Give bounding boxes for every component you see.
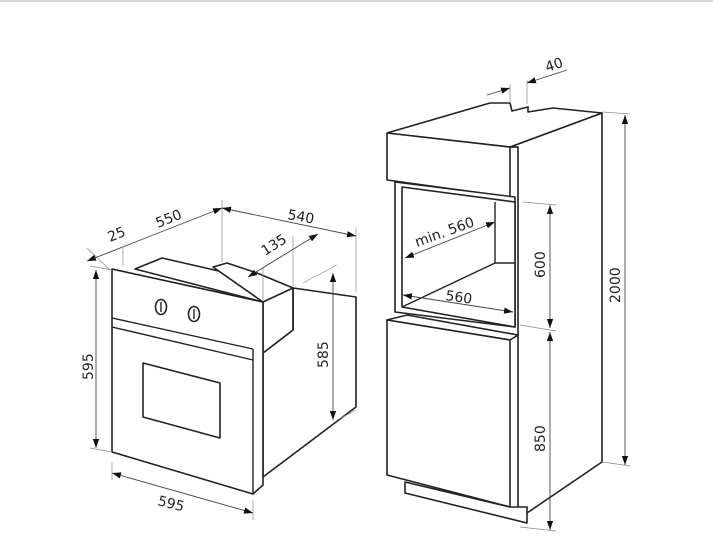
cabinet-top — [386, 102, 603, 148]
knob-icon — [187, 305, 201, 323]
dim-label-595-height: 595 — [81, 353, 97, 380]
oven-window — [142, 362, 221, 439]
top-border — [0, 0, 713, 2]
dim-label-560: 560 — [444, 288, 473, 308]
dim-label-40: 40 — [543, 55, 565, 76]
dim-label-585: 585 — [316, 341, 332, 368]
control-panel-line — [111, 317, 254, 350]
dim-label-595-width: 595 — [156, 493, 186, 515]
oven-drawing: 25 550 540 135 585 595 595 — [81, 200, 357, 520]
dim-label-135: 135 — [259, 232, 290, 260]
dim-label-600: 600 — [533, 251, 549, 278]
cabinet-plinth — [404, 481, 528, 524]
oven-collar — [212, 262, 294, 303]
dim-label-25: 25 — [106, 224, 129, 246]
dim-label-540: 540 — [286, 207, 315, 227]
cabinet-lower-door — [386, 319, 511, 508]
dim-label-2000: 2000 — [608, 267, 624, 303]
knob-icon — [154, 298, 168, 316]
cabinet-side — [509, 112, 603, 514]
dim-label-550: 550 — [154, 207, 185, 232]
dim-label-850: 850 — [533, 425, 549, 452]
cabinet-drawing: 40 min. 560 560 600 850 2000 — [386, 55, 631, 532]
